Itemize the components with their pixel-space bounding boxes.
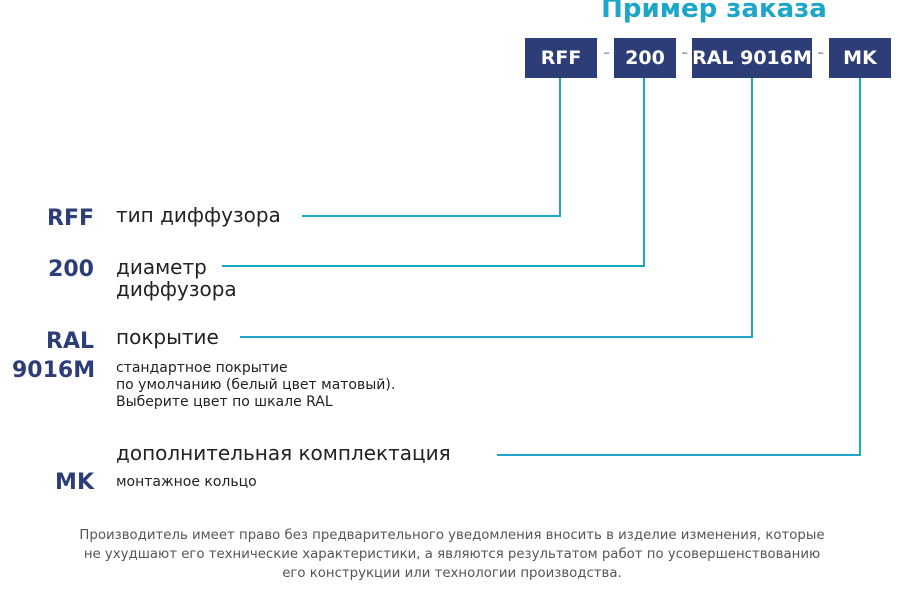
separator: -	[817, 40, 825, 64]
order-box-200: 200	[614, 38, 676, 78]
separator: -	[603, 40, 611, 64]
coating-desc-line1: стандартное покрытие	[116, 360, 288, 376]
page-title: Пример заказа	[601, 0, 827, 24]
order-box-rff: RFF	[525, 38, 597, 78]
order-box-ral: RAL 9016M	[692, 38, 812, 78]
connector-200	[222, 78, 645, 267]
connector-mk	[497, 78, 861, 456]
label-coating: покрытие	[116, 325, 219, 349]
separator: -	[681, 40, 689, 64]
label-extra-equipment: дополнительная комплектация	[116, 441, 451, 465]
order-box-mk: MK	[829, 38, 891, 78]
footnote-line: его конструкции или технологии производс…	[282, 566, 622, 581]
label-diameter-line1: диаметр	[116, 255, 207, 279]
footnote: Производитель имеет право без предварите…	[12, 526, 892, 583]
connector-ral	[240, 78, 753, 338]
label-diffuser-type: тип диффузора	[116, 203, 281, 227]
code-mk: MK	[55, 470, 94, 495]
coating-desc-line3: Выберите цвет по шкале RAL	[116, 394, 333, 410]
connector-rff	[302, 78, 561, 217]
mk-desc: монтажное кольцо	[116, 474, 257, 490]
footnote-line: Производитель имеет право без предварите…	[79, 528, 825, 543]
coating-desc-line2: по умолчанию (белый цвет матовый).	[116, 377, 396, 393]
code-rff: RFF	[47, 206, 94, 231]
footnote-line: не ухудшают его технические характеристи…	[83, 547, 821, 562]
label-diameter-line2: диффузора	[116, 277, 237, 301]
code-200: 200	[48, 257, 94, 282]
code-9016m: 9016M	[12, 358, 96, 383]
code-ral: RAL	[46, 329, 94, 354]
